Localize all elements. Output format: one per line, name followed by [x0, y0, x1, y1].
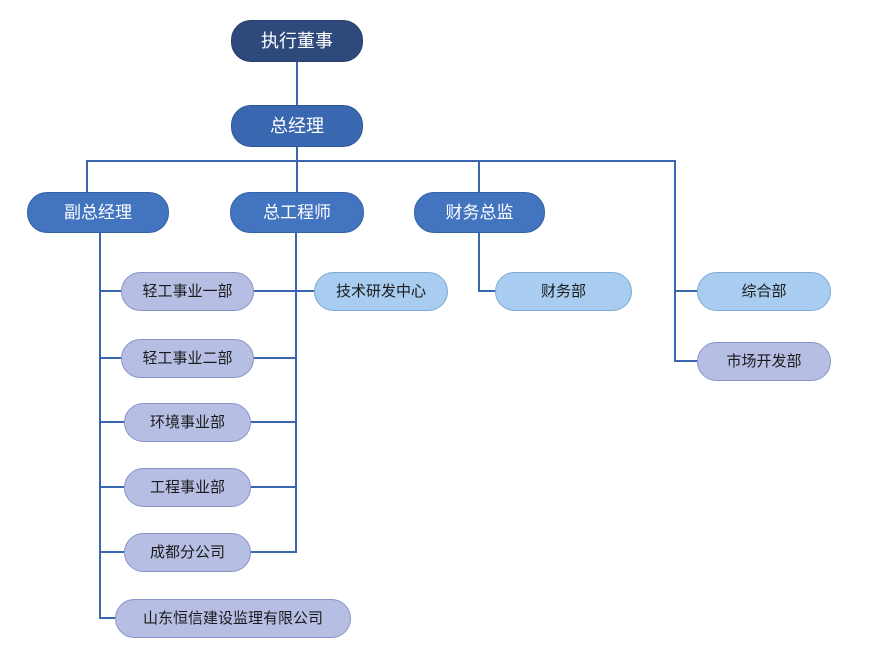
- org-node-label-chengdu: 成都分公司: [149, 544, 225, 561]
- org-node-label-finance: 财务部: [540, 283, 586, 300]
- org-node-label-exec: 执行董事: [261, 31, 333, 51]
- org-node-label-chief_eng: 总工程师: [263, 203, 331, 222]
- org-node-market[interactable]: 市场开发部: [697, 342, 831, 381]
- org-node-light1[interactable]: 轻工事业一部: [121, 272, 254, 311]
- org-node-finance[interactable]: 财务部: [495, 272, 632, 311]
- org-node-gm[interactable]: 总经理: [231, 105, 363, 147]
- org-node-rnd[interactable]: 技术研发中心: [314, 272, 448, 311]
- org-node-label-rnd: 技术研发中心: [335, 283, 426, 300]
- org-node-general[interactable]: 综合部: [697, 272, 831, 311]
- org-node-label-hengxin: 山东恒信建设监理有限公司: [142, 610, 323, 627]
- org-node-light2[interactable]: 轻工事业二部: [121, 339, 254, 378]
- org-node-label-env: 环境事业部: [149, 414, 225, 431]
- org-node-label-engdept: 工程事业部: [149, 479, 225, 496]
- org-node-label-deputy_gm: 副总经理: [64, 203, 132, 222]
- org-node-env[interactable]: 环境事业部: [124, 403, 251, 442]
- connector-cfo-to-finance: [478, 232, 496, 292]
- org-node-chief_eng[interactable]: 总工程师: [230, 192, 364, 233]
- org-node-label-general: 综合部: [741, 283, 787, 300]
- org-node-deputy_gm[interactable]: 副总经理: [27, 192, 169, 233]
- org-node-hengxin[interactable]: 山东恒信建设监理有限公司: [115, 599, 351, 638]
- org-node-chengdu[interactable]: 成都分公司: [124, 533, 251, 572]
- org-node-exec[interactable]: 执行董事: [231, 20, 363, 62]
- org-node-label-gm: 总经理: [270, 116, 324, 136]
- org-node-engdept[interactable]: 工程事业部: [124, 468, 251, 507]
- org-node-label-market: 市场开发部: [726, 353, 802, 370]
- org-node-label-light1: 轻工事业一部: [142, 283, 233, 300]
- org-node-cfo[interactable]: 财务总监: [414, 192, 545, 233]
- org-node-label-light2: 轻工事业二部: [142, 350, 233, 367]
- org-node-label-cfo: 财务总监: [445, 203, 514, 222]
